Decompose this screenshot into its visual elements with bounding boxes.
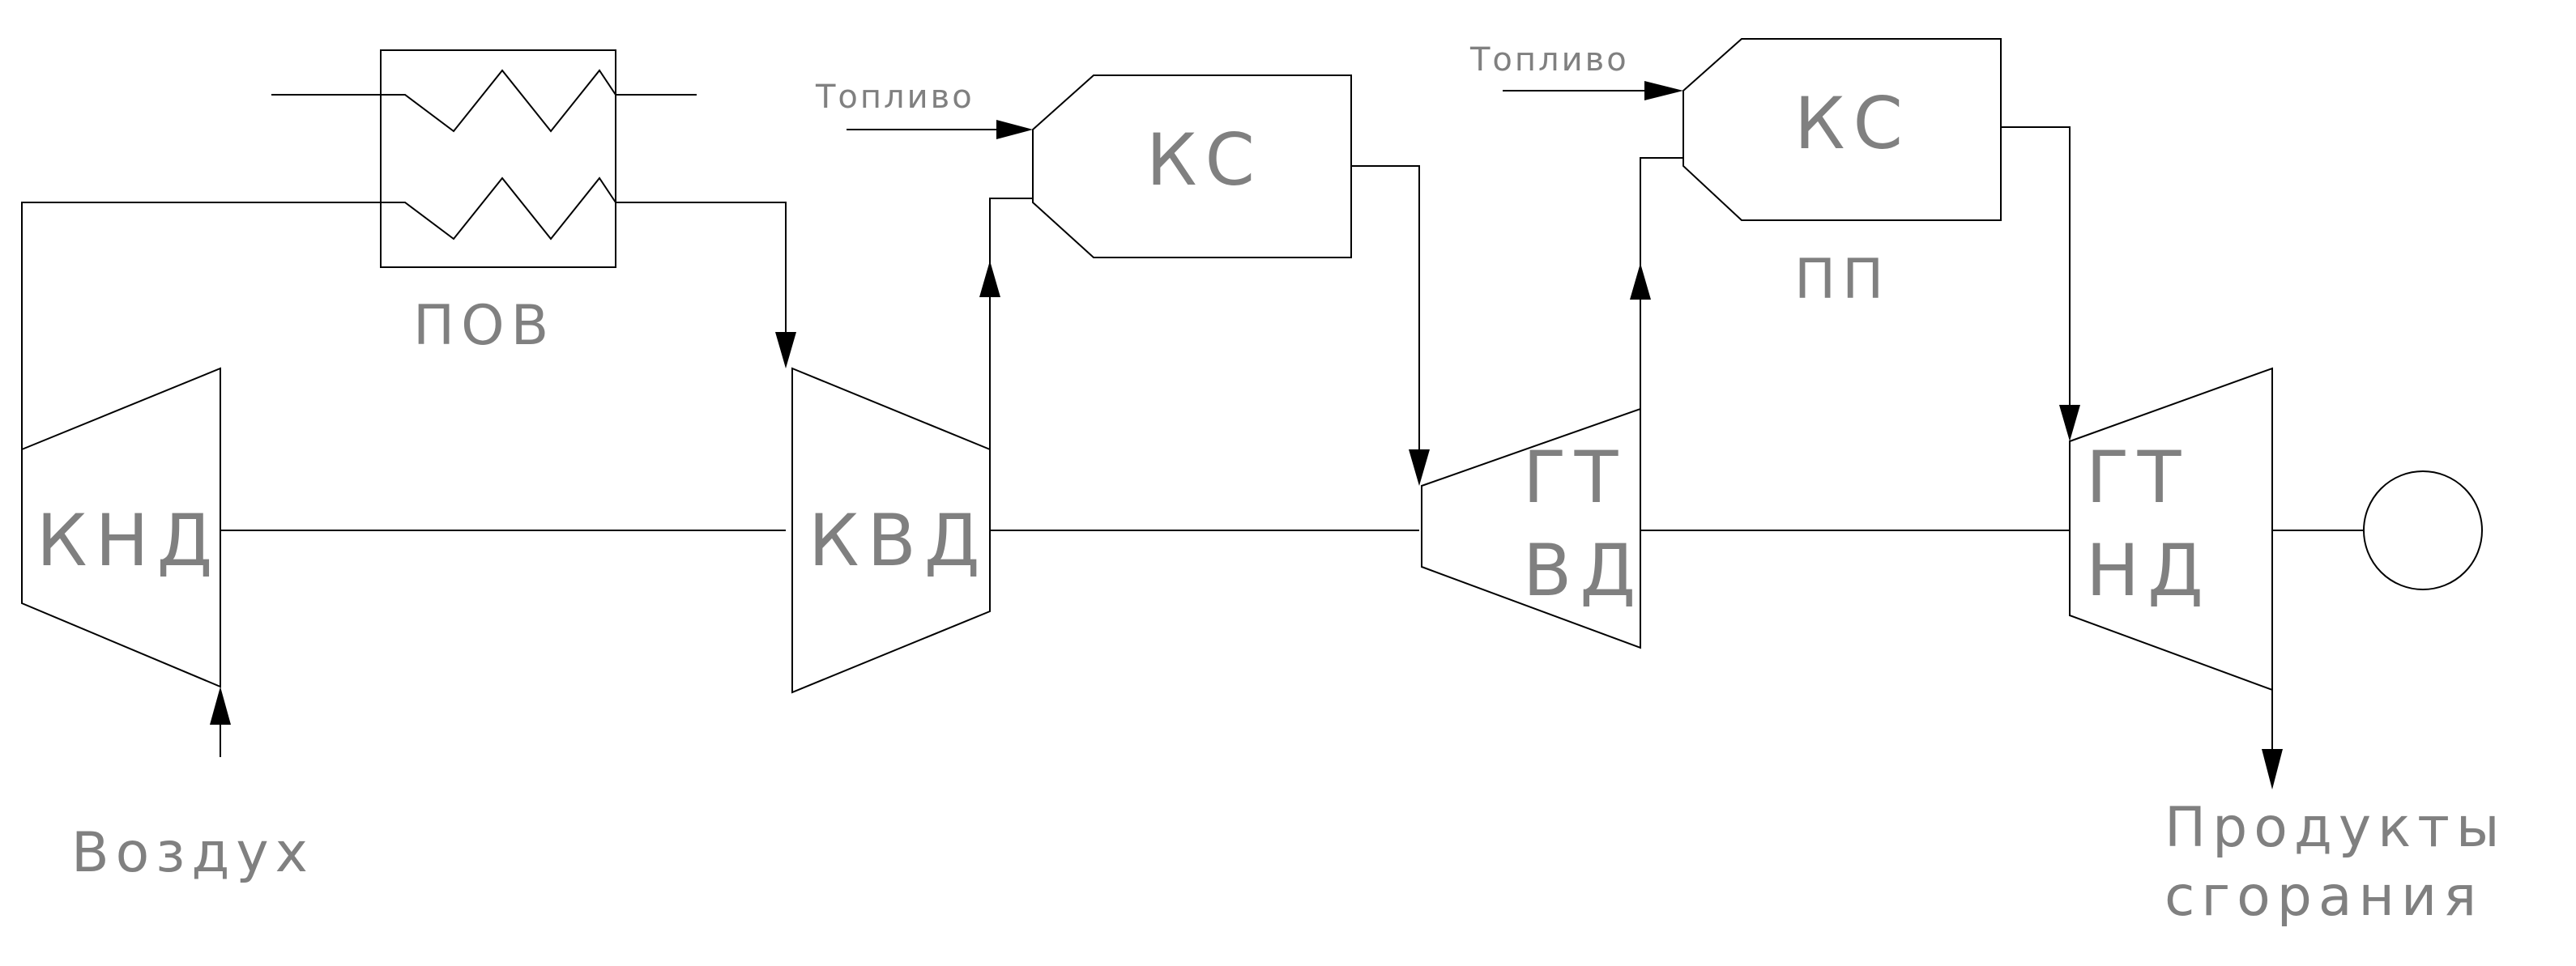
intercooler-to-hp-compressor-line bbox=[616, 202, 787, 332]
arrow-down-icon bbox=[775, 332, 796, 368]
generator-circle bbox=[2363, 470, 2483, 590]
air-inlet-label: Воздух bbox=[71, 821, 314, 885]
hp-turbine: ГТ ВД bbox=[1421, 407, 1644, 649]
intercooler-label: ПОВ bbox=[413, 294, 555, 358]
hp-compressor: КВД bbox=[791, 367, 991, 694]
combustor-2-label: КС bbox=[1794, 82, 1911, 165]
air-to-intercooler-line bbox=[21, 202, 381, 449]
arrow-right-icon bbox=[996, 120, 1033, 139]
lp-compressor-label: КНД bbox=[36, 499, 220, 582]
fuel-1-label: Топливо bbox=[815, 79, 975, 116]
exhaust-label-2: сгорания bbox=[2164, 865, 2483, 929]
lp-turbine-label-1: ГТ bbox=[2086, 436, 2189, 519]
hp-compressor-label: КВД bbox=[808, 499, 988, 582]
hp-turbine-label-2: ВД bbox=[1523, 529, 1644, 612]
hp-turbine-label-1: ГТ bbox=[1523, 436, 1626, 519]
exhaust-label-1: Продукты bbox=[2164, 796, 2506, 860]
fuel-2-label: Топливо bbox=[1469, 41, 1629, 79]
arrow-up-icon bbox=[210, 687, 231, 725]
arrow-up-icon bbox=[1630, 263, 1651, 300]
combustor-2: КС ПП bbox=[1683, 38, 2002, 312]
combustor-to-hp-turbine-line bbox=[1351, 165, 1420, 449]
lp-turbine: ГТ НД bbox=[2069, 367, 2273, 692]
reheater-label: ПП bbox=[1794, 248, 1890, 312]
combustor-1: КС bbox=[1032, 74, 1352, 258]
lp-compressor: КНД bbox=[21, 367, 221, 688]
reheater-to-lp-turbine-line bbox=[2001, 126, 2071, 405]
intercooler: ПОВ bbox=[271, 49, 697, 358]
arrow-down-icon bbox=[2059, 405, 2080, 441]
hp-turbine-to-reheater-line bbox=[1640, 157, 1683, 409]
arrow-down-icon bbox=[1409, 449, 1430, 486]
arrow-right-icon bbox=[1644, 81, 1683, 100]
hp-compressor-to-combustor-line bbox=[989, 198, 1033, 449]
lp-turbine-label-2: НД bbox=[2086, 529, 2211, 612]
intercooler-coil-top bbox=[271, 69, 697, 133]
intercooler-coil-bottom bbox=[381, 177, 616, 240]
arrow-down-icon bbox=[2262, 749, 2283, 789]
combustor-1-label: КС bbox=[1146, 118, 1263, 202]
arrow-up-icon bbox=[979, 261, 1000, 297]
